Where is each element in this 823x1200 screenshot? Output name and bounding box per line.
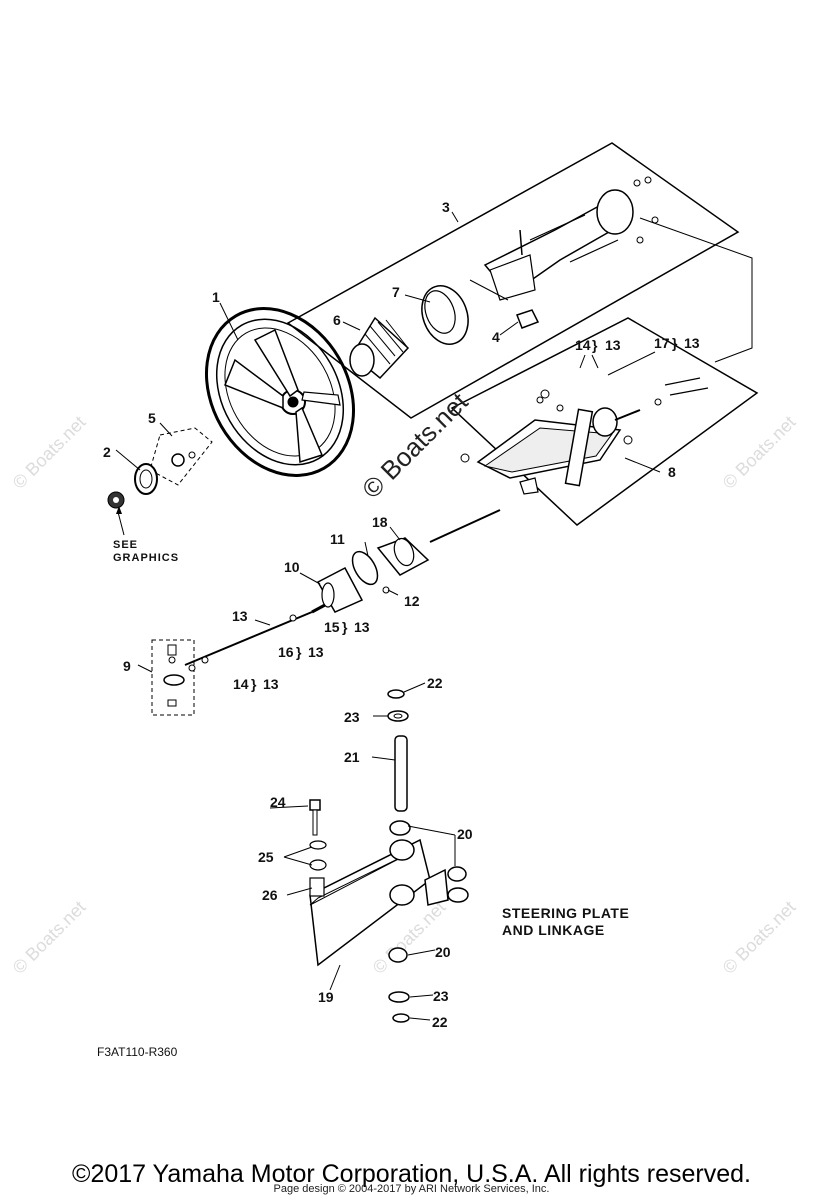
part-label: 26: [262, 887, 278, 903]
joint-detail-box-9: [151, 639, 195, 716]
copyright-notice: ©2017 Yamaha Motor Corporation, U.S.A. A…: [72, 1160, 751, 1188]
arrowhead-icon: [116, 506, 122, 514]
leader-lines: [115, 211, 661, 1021]
assembly-box-3: [286, 142, 740, 419]
tilt-bracket: [460, 377, 709, 495]
part-label: 18: [372, 514, 388, 530]
section-title-line1: STEERING PLATE: [502, 905, 629, 921]
part-label: 4: [492, 329, 500, 345]
part-label: 23: [344, 709, 360, 725]
part-label: 17: [654, 335, 670, 351]
part-label: 9: [123, 658, 131, 674]
part-label: 7: [392, 284, 400, 300]
page-design-notice: Page design © 2004-2017 by ARI Network S…: [273, 1183, 550, 1195]
leader-line: [639, 217, 753, 363]
part-label: 20: [435, 944, 451, 960]
part-label: 11: [330, 531, 345, 547]
steering-wheel: [204, 307, 356, 477]
part-label: 23: [433, 988, 449, 1004]
brace-icon: }: [592, 337, 598, 353]
leader-lines-14: [579, 351, 656, 376]
watermark-faint: © Boats.net: [9, 897, 90, 978]
part-label: 13: [684, 335, 700, 351]
part-label: 13: [308, 644, 324, 660]
part-label: 15: [324, 619, 340, 635]
diagram-code: F3AT110-R360: [97, 1045, 178, 1059]
hub-cap: [134, 463, 158, 495]
part-label: 10: [284, 559, 300, 575]
brace-icon: }: [342, 619, 348, 635]
see-graphics-line1: SEE: [113, 539, 138, 551]
steering-plate-assembly: [309, 689, 469, 1023]
part-label: 13: [605, 337, 621, 353]
brace-icon: }: [296, 644, 302, 660]
part-labels: 1 2 3 4 5 6 7 8 9 10 11 12 13 18 19 20 2…: [103, 199, 700, 1030]
emblem-icon: [107, 491, 125, 509]
part-label: 14: [575, 337, 591, 353]
bracket-part-4: [516, 309, 540, 329]
part-label: 14: [233, 676, 249, 692]
part-label: 22: [427, 675, 443, 691]
cable-boot-part-10: [316, 566, 364, 613]
part-label: 8: [668, 464, 676, 480]
brace-icon: }: [251, 676, 257, 692]
part-label: 3: [442, 199, 450, 215]
part-label: 19: [318, 989, 334, 1005]
watermark-faint: © Boats.net: [9, 412, 90, 493]
part-label: 13: [232, 608, 248, 624]
part-label: 12: [404, 593, 420, 609]
boot-part-18: [376, 537, 430, 576]
see-graphics-arrow: [117, 511, 125, 536]
part-label: 21: [344, 749, 360, 765]
watermark-main: © Boats.net: [356, 386, 474, 504]
part-label: 25: [258, 849, 274, 865]
part-label: 13: [354, 619, 370, 635]
part-label: 5: [148, 410, 156, 426]
watermark-faint: © Boats.net: [719, 412, 800, 493]
section-title-line2: AND LINKAGE: [502, 922, 605, 938]
part-label: 13: [263, 676, 279, 692]
part-label: 24: [270, 794, 286, 810]
hub-fastener-group: [149, 427, 213, 486]
part-label: 16: [278, 644, 294, 660]
steering-housing: [469, 176, 659, 301]
ring-part-7: [421, 285, 469, 345]
brace-icon: }: [672, 335, 678, 351]
part-label: 6: [333, 312, 341, 328]
watermark-faint: © Boats.net: [719, 897, 800, 978]
boot-part-6: [349, 316, 410, 380]
part-label: 22: [432, 1014, 448, 1030]
see-graphics-line2: GRAPHICS: [113, 552, 179, 564]
ball-joint: [163, 644, 196, 707]
part-label: 2: [103, 444, 111, 460]
part-label: 20: [457, 826, 473, 842]
clamp-part-11: [351, 550, 379, 586]
part-label: 1: [212, 289, 220, 305]
